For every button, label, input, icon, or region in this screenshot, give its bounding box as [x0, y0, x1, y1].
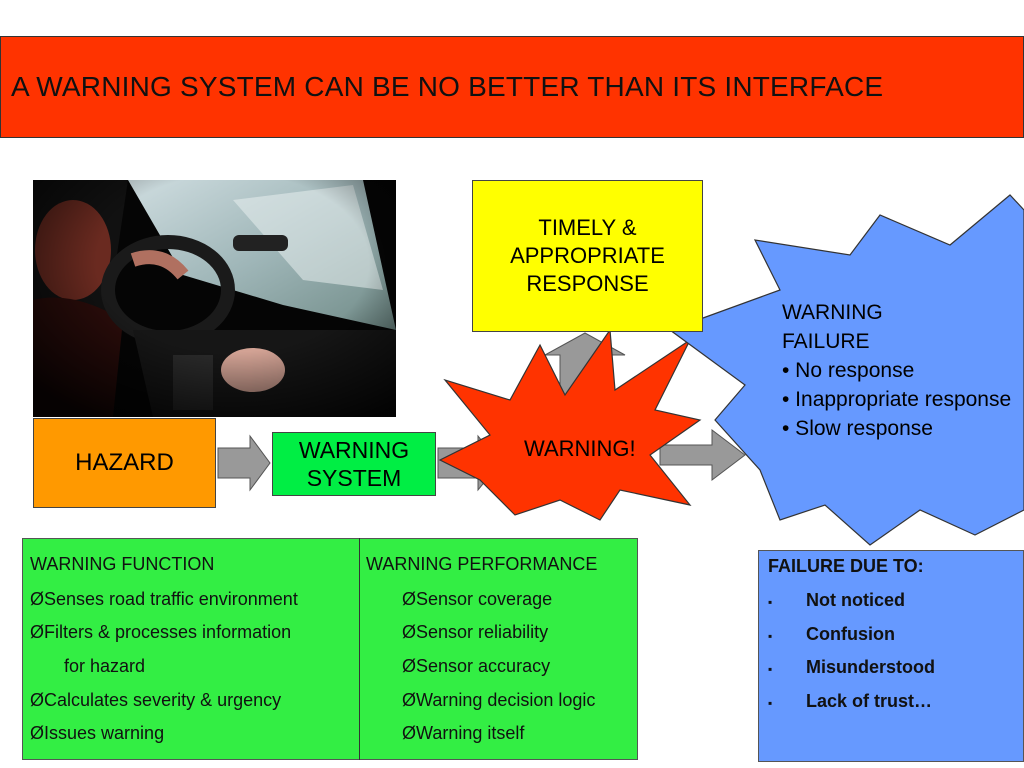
- failure-burst: [668, 194, 1024, 546]
- page-title: A WARNING SYSTEM CAN BE NO BETTER THAN I…: [11, 71, 884, 102]
- response-box: TIMELY & APPROPRIATE RESPONSE: [472, 180, 703, 332]
- hazard-box: HAZARD: [33, 418, 216, 508]
- function-item-continuation: for hazard: [64, 656, 146, 676]
- failure-cause-item: ▪Lack of trust…: [768, 691, 933, 711]
- driver-photo: [33, 180, 396, 417]
- square-bullet-icon: ▪: [768, 662, 773, 676]
- failure-item: • Slow response: [782, 417, 933, 440]
- failure-heading-line-1: WARNING: [782, 301, 883, 324]
- warning-system-line-1: WARNING: [298, 437, 410, 463]
- arrow-bullet-icon: Ø: [30, 622, 45, 642]
- arrow-bullet-icon: Ø: [30, 589, 45, 609]
- response-line-2: APPROPRIATE: [510, 243, 665, 268]
- arrow-warning-to-failure: [659, 428, 746, 482]
- performance-item: ØSensor accuracy: [402, 656, 551, 676]
- performance-item: ØWarning decision logic: [402, 690, 596, 710]
- arrow-bullet-icon: Ø: [402, 656, 417, 676]
- function-item: ØIssues warning: [30, 723, 165, 743]
- failure-item: • No response: [782, 359, 915, 382]
- performance-heading: WARNING PERFORMANCE: [366, 554, 598, 574]
- failure-text: WARNING FAILURE • No response • Inapprop…: [782, 298, 1024, 443]
- arrow-bullet-icon: Ø: [402, 589, 417, 609]
- function-item: ØFilters & processes information: [30, 622, 292, 642]
- performance-item: ØSensor reliability: [402, 622, 549, 642]
- failure-cause-item: ▪Misunderstood: [768, 657, 935, 677]
- arrow-bullet-icon: Ø: [30, 690, 45, 710]
- function-item: ØSenses road traffic environment: [30, 589, 298, 609]
- warning-burst-label: WARNING!: [524, 436, 636, 461]
- square-bullet-icon: ▪: [768, 629, 773, 643]
- arrow-hazard-to-system: [217, 434, 271, 492]
- square-bullet-icon: ▪: [768, 696, 773, 710]
- performance-item: ØWarning itself: [402, 723, 525, 743]
- failure-causes-heading: FAILURE DUE TO:: [768, 556, 924, 576]
- response-line-1: TIMELY &: [538, 215, 637, 240]
- failure-cause-item: ▪Confusion: [768, 624, 895, 644]
- performance-item: ØSensor coverage: [402, 589, 553, 609]
- arrow-bullet-icon: Ø: [402, 690, 417, 710]
- square-bullet-icon: ▪: [768, 595, 773, 609]
- response-line-3: RESPONSE: [526, 271, 649, 296]
- title-banner: A WARNING SYSTEM CAN BE NO BETTER THAN I…: [0, 36, 1024, 138]
- driver-illustration: [33, 180, 396, 417]
- warning-system-line-2: SYSTEM: [306, 465, 402, 491]
- function-heading: WARNING FUNCTION: [30, 554, 215, 574]
- panel-divider: [359, 538, 360, 760]
- hazard-label: HAZARD: [75, 449, 174, 476]
- arrow-bullet-icon: Ø: [30, 723, 45, 743]
- function-performance-panel: [22, 538, 638, 760]
- warning-system-box: WARNING SYSTEM: [272, 432, 436, 496]
- arrow-bullet-icon: Ø: [402, 622, 417, 642]
- failure-causes-panel: [758, 550, 1024, 762]
- failure-item: • Inappropriate response: [782, 388, 1012, 411]
- failure-cause-item: ▪Not noticed: [768, 590, 905, 610]
- arrow-bullet-icon: Ø: [402, 723, 417, 743]
- warning-burst: [438, 328, 702, 521]
- function-item: ØCalculates severity & urgency: [30, 690, 282, 710]
- failure-heading-line-2: FAILURE: [782, 330, 870, 353]
